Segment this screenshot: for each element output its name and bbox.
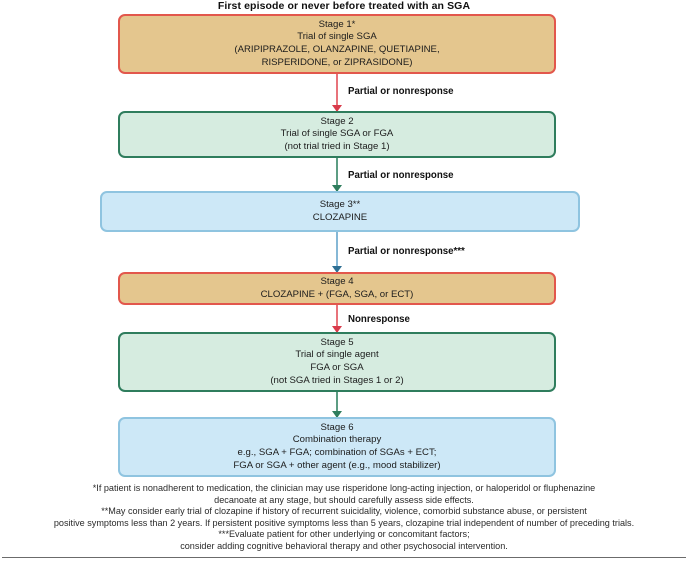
footnote-line-0: *If patient is nonadherent to medication… (92, 483, 596, 493)
stage-box-stage-1[interactable]: Stage 1* Trial of single SGA (ARIPIPRAZO… (118, 14, 556, 74)
connector-label-stage-4-to-5: Nonresponse (348, 314, 410, 325)
footnote-line-4: ***Evaluate patient for other underlying… (218, 529, 470, 539)
page-title: First episode or never before treated wi… (217, 0, 471, 12)
stage-5-line-3: (not SGA tried in Stages 1 or 2) (270, 374, 404, 386)
connector-label-stage-1-to-2: Partial or nonresponse (348, 86, 454, 97)
bottom-divider (2, 557, 686, 558)
arrow-head-icon (331, 326, 342, 333)
connector-label-stage-3-to-4: Partial or nonresponse*** (348, 246, 465, 257)
stage-5-line-2: FGA or SGA (310, 362, 364, 373)
connector-stage-2-to-3 (322, 158, 352, 192)
footnote-line-1: decanoate at any stage, but should caref… (214, 494, 474, 505)
connector-stage-4-to-5 (322, 305, 352, 333)
connector-stem (336, 305, 338, 332)
stage-1-line-1: Trial of single SGA (297, 31, 377, 43)
connector-stem (336, 74, 338, 111)
footnotes-block: *If patient is nonadherent to medication… (8, 483, 680, 552)
connector-stem (336, 158, 338, 191)
arrow-head-icon (331, 105, 342, 112)
stage-2-line-0: Stage 2 (320, 115, 354, 127)
stage-5-line-0: Stage 5 (320, 336, 354, 348)
connector-stage-3-to-4 (322, 232, 352, 273)
stage-6-line-2: e.g., SGA + FGA; combination of SGAs + E… (237, 447, 437, 458)
stage-5-line-1: Trial of single agent (295, 349, 379, 361)
stage-2-line-2: (not trial tried in Stage 1) (284, 140, 390, 152)
arrow-head-icon (331, 266, 342, 273)
footnote-line-5: consider adding cognitive behavioral the… (180, 540, 508, 551)
stage-box-stage-2[interactable]: Stage 2 Trial of single SGA or FGA (not … (118, 111, 556, 158)
connector-label-stage-2-to-3: Partial or nonresponse (348, 170, 454, 181)
stage-4-line-1: CLOZAPINE + (FGA, SGA, or ECT) (260, 288, 414, 300)
stage-2-line-1: Trial of single SGA or FGA (280, 128, 394, 140)
stage-1-line-3: RISPERIDONE, or ZIPRASIDONE) (261, 56, 413, 68)
stage-box-stage-5[interactable]: Stage 5 Trial of single agent FGA or SGA… (118, 332, 556, 392)
connector-stage-1-to-2 (322, 74, 352, 112)
stage-6-line-3: FGA or SGA + other agent (e.g., mood sta… (233, 459, 441, 471)
connector-stem (336, 392, 338, 417)
footnote-line-2: **May consider early trial of clozapine … (101, 506, 587, 516)
stage-3-line-1: CLOZAPINE (312, 211, 368, 223)
stage-3-line-0: Stage 3** (319, 198, 361, 210)
stage-6-line-1: Combination therapy (292, 434, 382, 446)
stage-box-stage-4[interactable]: Stage 4 CLOZAPINE + (FGA, SGA, or ECT) (118, 272, 556, 305)
footnote-line-3: positive symptoms less than 2 years. If … (53, 517, 635, 528)
arrow-head-icon (331, 185, 342, 192)
stage-box-stage-6[interactable]: Stage 6 Combination therapy e.g., SGA + … (118, 417, 556, 477)
stage-4-line-0: Stage 4 (320, 275, 354, 287)
connector-stem (336, 232, 338, 272)
arrow-head-icon (331, 411, 342, 418)
stage-1-line-0: Stage 1* (318, 18, 356, 30)
stage-6-line-0: Stage 6 (320, 421, 354, 433)
connector-stage-5-to-6 (322, 392, 352, 418)
stage-box-stage-3[interactable]: Stage 3** CLOZAPINE (100, 191, 580, 232)
stage-1-line-2: (ARIPIPRAZOLE, OLANZAPINE, QUETIAPINE, (234, 44, 440, 55)
